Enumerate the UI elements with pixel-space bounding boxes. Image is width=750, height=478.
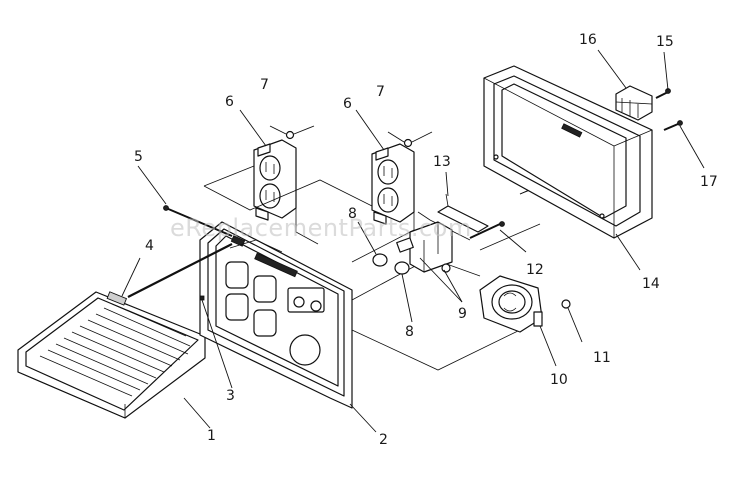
part-4-hinge-pin[interactable]	[121, 243, 233, 298]
callout-7-right: 7	[376, 84, 385, 100]
callout-1: 1	[207, 428, 216, 444]
part-2-control-panel[interactable]	[199, 221, 353, 409]
callout-16: 16	[579, 32, 597, 48]
callout-4: 4	[145, 238, 154, 254]
part-3-leader	[199, 295, 233, 389]
callout-numbers: 1 2 3 4 5 6 6 7 7 8 8 9 10 11 12 13 14 1…	[134, 32, 718, 448]
callout-13: 13	[433, 154, 451, 170]
part-16-terminal-block[interactable]	[597, 49, 653, 121]
callout-6-left: 6	[225, 94, 234, 110]
part-14-rear-housing[interactable]	[483, 65, 653, 271]
callout-10: 10	[550, 372, 568, 388]
part-13-bracket[interactable]	[437, 171, 489, 233]
callout-7-left: 7	[260, 77, 269, 93]
part-12-screw[interactable]	[469, 221, 527, 253]
watermark-text: eReplacementParts.com	[170, 214, 472, 242]
callout-17: 17	[700, 174, 718, 190]
part-15-screw[interactable]	[655, 51, 671, 99]
panel-outlet-openings	[225, 261, 277, 337]
part-7-nut-left[interactable]	[285, 125, 315, 140]
callout-6-right: 6	[343, 96, 352, 112]
part-8-lamp-upper[interactable]	[357, 221, 388, 267]
callout-8-upper: 8	[348, 206, 357, 222]
callout-9: 9	[458, 306, 467, 322]
part-10-twist-lock-receptacle[interactable]	[479, 275, 557, 367]
callout-3: 3	[226, 388, 235, 404]
callout-5: 5	[134, 149, 143, 165]
callout-8-lower: 8	[405, 324, 414, 340]
callout-2: 2	[379, 432, 388, 448]
part-9-circuit-breaker[interactable]	[396, 221, 463, 303]
part-1-outlet-cover[interactable]	[17, 291, 206, 419]
part-6-receptacle-right[interactable]	[371, 143, 415, 225]
part-17-screw[interactable]	[663, 120, 705, 169]
callout-14: 14	[642, 276, 660, 292]
callout-11: 11	[593, 350, 611, 366]
callout-12: 12	[526, 262, 544, 278]
part-11-nut[interactable]	[561, 299, 583, 343]
part-6-receptacle-left[interactable]	[253, 139, 297, 221]
callout-15: 15	[656, 34, 674, 50]
part-7-nut-right[interactable]	[403, 131, 433, 148]
part-5-screw[interactable]	[163, 205, 233, 237]
part-8-lamp-lower[interactable]	[394, 261, 413, 323]
leader-lines	[137, 109, 405, 433]
